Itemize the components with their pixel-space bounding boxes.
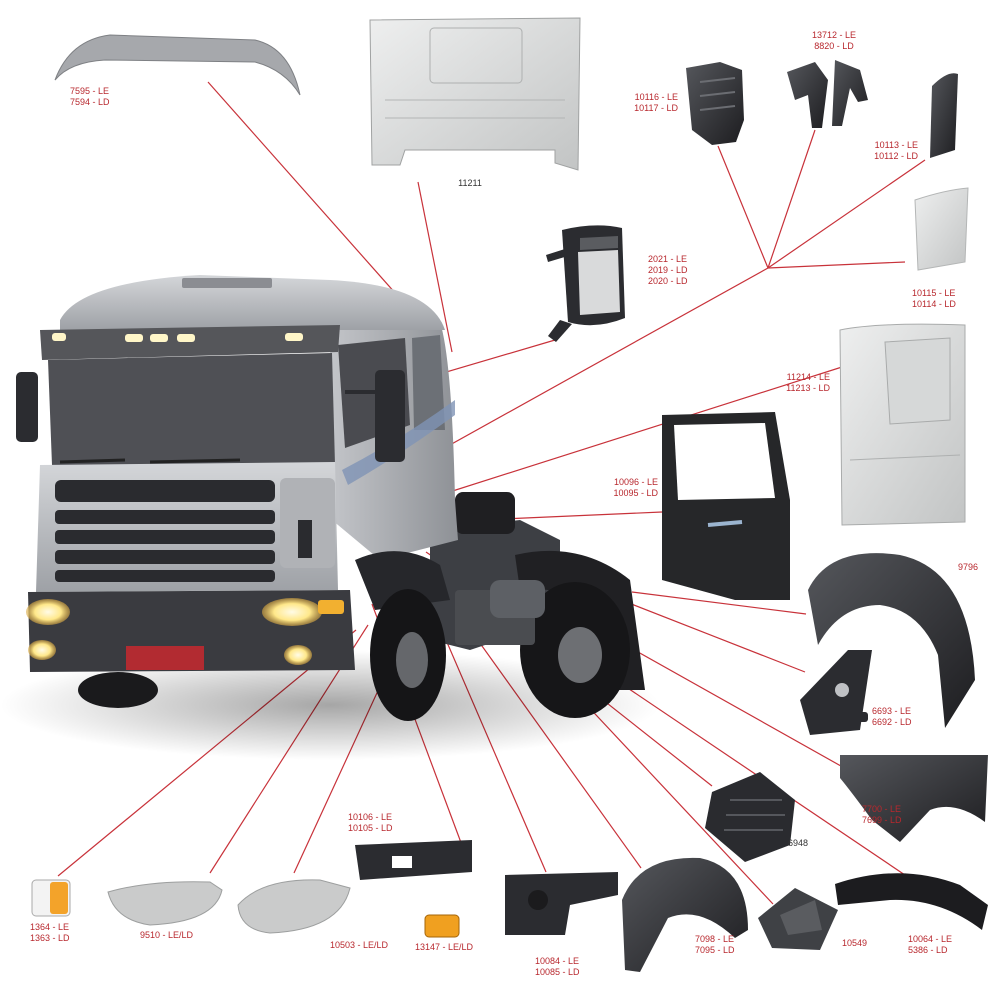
leader-line-corner-trim bbox=[767, 159, 926, 269]
spare-tire bbox=[455, 492, 515, 534]
roof-panel-icon bbox=[369, 17, 581, 171]
step-bracket-icon bbox=[686, 62, 744, 145]
front-mudguard-icon bbox=[622, 857, 748, 972]
part-label-bumper-step-right: 10503 - LE/LD bbox=[330, 940, 389, 950]
leader-line-rear-fender bbox=[631, 591, 807, 615]
fog-lamp-left bbox=[28, 640, 56, 660]
cab-visor bbox=[40, 325, 340, 360]
lamp-support-icon bbox=[355, 840, 472, 880]
battery-cover-icon bbox=[705, 772, 795, 862]
part-label-battery-cover: 6948 bbox=[788, 838, 809, 848]
mudflap-bracket-icon bbox=[758, 888, 838, 950]
front-wheel-hub bbox=[396, 632, 428, 688]
part-label-mudflap-bracket: 10549 bbox=[842, 938, 868, 948]
grille bbox=[55, 480, 275, 582]
leader-line-corner-panel bbox=[767, 261, 906, 269]
turn-signal-icon bbox=[31, 879, 71, 917]
sun-visor-icon bbox=[54, 34, 301, 96]
front-tire-shadow bbox=[78, 672, 158, 708]
roof-hatch bbox=[182, 278, 272, 288]
fog-lamp-right bbox=[284, 645, 312, 665]
part-label-rear-fender: 9796 bbox=[958, 562, 979, 572]
part-label-side-marker-lamp: 13147 - LE/LD bbox=[415, 942, 474, 952]
rear-wheel-hub bbox=[558, 627, 602, 683]
leader-line-step-bracket bbox=[717, 145, 769, 269]
step-housing-icon bbox=[800, 650, 872, 735]
truck-mirror-left bbox=[16, 372, 38, 442]
mirror-bracket-icon bbox=[787, 60, 868, 128]
cab-roof bbox=[60, 275, 445, 330]
windshield bbox=[48, 353, 335, 465]
corner-trim-icon bbox=[930, 73, 958, 158]
mirror-icon bbox=[546, 225, 625, 342]
visor-lamps bbox=[52, 333, 303, 342]
door-icon bbox=[662, 412, 790, 600]
wipers bbox=[59, 458, 241, 464]
side-panel-icon bbox=[839, 323, 966, 526]
leader-line-side-panel bbox=[439, 366, 843, 496]
side-window-2 bbox=[412, 335, 445, 430]
leader-line-mirror-bracket bbox=[767, 129, 816, 269]
part-label-bumper-step-left: 9510 - LE/LD bbox=[140, 930, 194, 940]
side-step-icon bbox=[505, 872, 618, 935]
fuel-tank bbox=[490, 580, 545, 618]
front-fender bbox=[355, 551, 450, 610]
part-label-roof-panel: 11211 bbox=[458, 178, 482, 188]
bumper-step-icon bbox=[237, 879, 351, 934]
leader-line-roof-panel bbox=[417, 181, 453, 353]
side-marker-lamp-icon bbox=[424, 914, 460, 938]
headlight-right bbox=[262, 598, 322, 626]
fender-extension-icon bbox=[840, 755, 988, 842]
truck-mirror-right bbox=[375, 370, 405, 462]
front-turn-signal bbox=[318, 600, 344, 614]
truck-shadow bbox=[0, 650, 660, 760]
headlight-left bbox=[26, 599, 70, 625]
fender-arch-icon bbox=[835, 873, 988, 930]
license-plate bbox=[126, 646, 204, 670]
bumper-step-icon bbox=[107, 881, 223, 926]
corner-panel-icon bbox=[914, 187, 969, 271]
leader-line-sun-visor bbox=[207, 81, 413, 313]
truck-illustration bbox=[0, 275, 660, 760]
rear-fender-icon bbox=[808, 553, 975, 728]
